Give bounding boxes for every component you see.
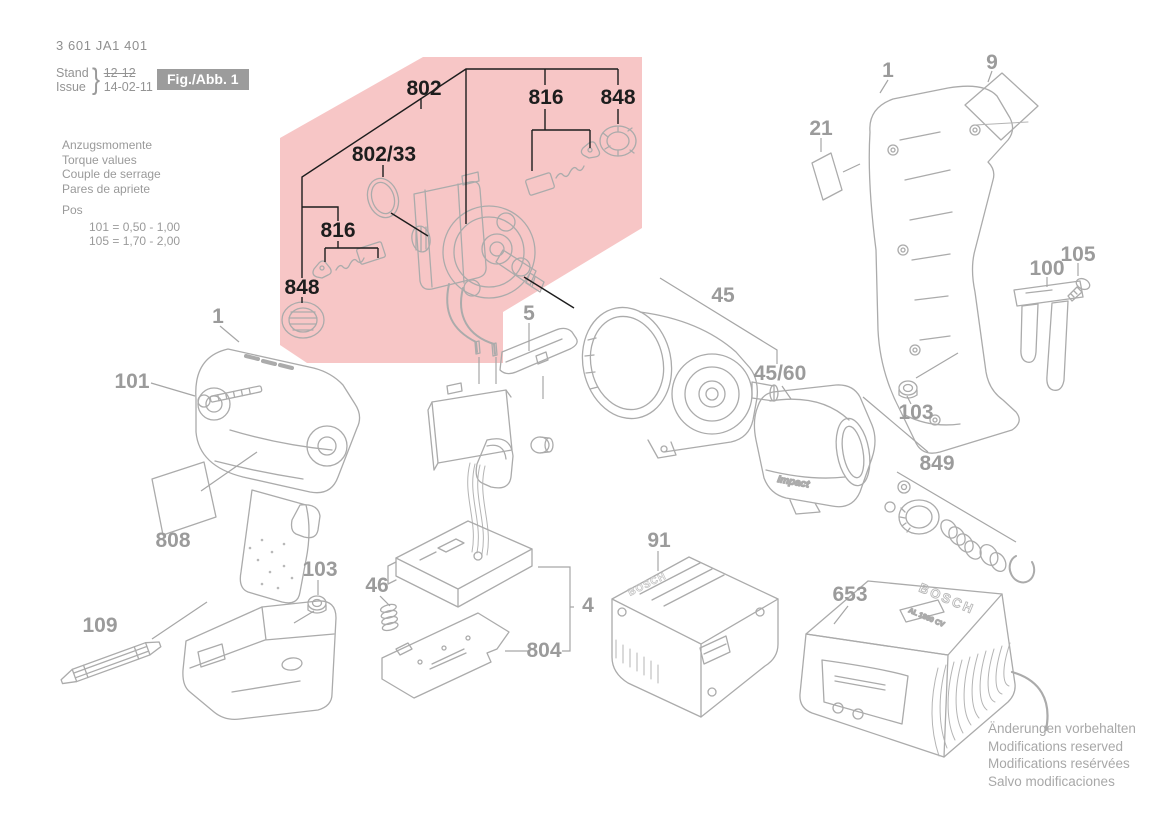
callout-808: 808 <box>155 529 190 552</box>
standard-leader-lines <box>150 70 1079 652</box>
document-part-number: 3 601 JA1 401 <box>56 38 148 53</box>
note-line-es: Salvo modificaciones <box>988 773 1115 789</box>
belt-clip-100-drawing <box>1013 280 1084 391</box>
charger-model-text: AL 1860 CV <box>907 607 945 629</box>
sticker-808-drawing <box>151 461 217 536</box>
callout-45: 45 <box>711 284 735 307</box>
brush-cap-848-right-drawing <box>599 125 637 157</box>
callout-1-left: 1 <box>212 305 224 328</box>
modifications-note: Änderungen vorbehalten Modifications res… <box>988 720 1136 790</box>
highlight-region-motor-group <box>280 57 642 363</box>
screw-101-drawing <box>197 385 263 408</box>
nut-103-right-drawing <box>898 380 918 399</box>
callout-802: 802 <box>406 77 441 100</box>
callout-91: 91 <box>647 529 671 552</box>
brush-cap-848-left-drawing <box>281 301 325 339</box>
callout-5: 5 <box>523 302 535 325</box>
screw-105-drawing <box>1067 277 1091 302</box>
torque-title-de: Anzugsmomente <box>62 138 153 152</box>
switch-assembly-drawing <box>427 382 554 556</box>
battery-pack-91-drawing: BOSCH <box>611 556 779 718</box>
hammer-case-45-drawing <box>581 306 779 459</box>
callout-45-60: 45/60 <box>754 362 807 385</box>
support-plate-5-drawing <box>499 327 578 375</box>
o-ring-802-33-drawing <box>366 177 400 219</box>
note-line-de: Änderungen vorbehalten <box>988 721 1136 736</box>
callout-46: 46 <box>365 574 388 597</box>
revision-block: Stand Issue } 12-12 14-02-11 <box>56 63 153 97</box>
callout-848-left: 848 <box>284 276 319 299</box>
torque-entry-101: 101 = 0,50 - 1,00 <box>89 219 181 234</box>
callout-103-right: 103 <box>898 401 933 424</box>
callout-848-right: 848 <box>600 86 635 109</box>
charger-logo-text: BOSCH <box>917 580 978 617</box>
callout-101: 101 <box>114 370 149 393</box>
callout-109: 109 <box>82 614 117 637</box>
lower-housing-drawing <box>387 520 533 608</box>
callout-21: 21 <box>809 117 833 140</box>
note-line-en: Modifications reserved <box>988 738 1124 754</box>
brush-set-816-right-drawing <box>525 141 601 196</box>
left-tool-housing-drawing <box>182 348 361 720</box>
torque-title-fr: Couple de serrage <box>62 167 161 181</box>
callout-103-left: 103 <box>302 558 337 581</box>
issue-value: 14-02-11 <box>103 80 153 94</box>
callout-4: 4 <box>582 594 594 617</box>
callout-9: 9 <box>986 51 998 74</box>
callout-105: 105 <box>1060 243 1095 266</box>
callout-816-right: 816 <box>528 86 563 109</box>
torque-title-en: Torque values <box>62 152 137 167</box>
callout-849: 849 <box>919 452 954 475</box>
highlight-leader-lines <box>301 68 619 309</box>
spring-46-drawing <box>379 603 399 632</box>
torque-title-es: Pares de apriete <box>62 181 151 196</box>
callout-804: 804 <box>526 639 561 662</box>
callout-816-left: 816 <box>320 219 355 242</box>
issue-label: Issue <box>56 80 86 94</box>
base-plate-804-drawing <box>381 612 510 699</box>
sticker-9-drawing <box>964 72 1039 141</box>
screwdriver-bit-109-drawing <box>60 641 162 685</box>
motor-802-drawing <box>411 171 545 357</box>
callout-802-33: 802/33 <box>352 143 416 166</box>
torque-info-block: Anzugsmomente Torque values Couple de se… <box>62 138 180 248</box>
left-tool-grip-speckles <box>248 538 294 590</box>
torque-entry-105: 105 = 1,70 - 2,00 <box>89 233 181 248</box>
figure-badge: Fig./Abb. 1 <box>157 69 249 90</box>
hammer-case-cover-45-60-drawing: Impact <box>753 384 876 515</box>
revision-brace: } <box>91 63 100 96</box>
stand-value-struck: 12-12 <box>103 66 136 80</box>
bumper-group-849-drawing <box>884 480 1036 584</box>
sticker-21-drawing <box>811 152 843 201</box>
brush-set-816-left-drawing <box>312 241 386 279</box>
nut-103-left-drawing <box>307 595 327 614</box>
torque-pos-label: Pos <box>62 203 83 217</box>
note-line-fr: Modifications resérvées <box>988 756 1130 771</box>
callout-1-right: 1 <box>882 59 894 82</box>
stand-label: Stand <box>56 66 89 80</box>
right-housing-half-drawing <box>868 85 1020 454</box>
callout-653: 653 <box>832 583 867 606</box>
callout-100: 100 <box>1029 257 1064 280</box>
